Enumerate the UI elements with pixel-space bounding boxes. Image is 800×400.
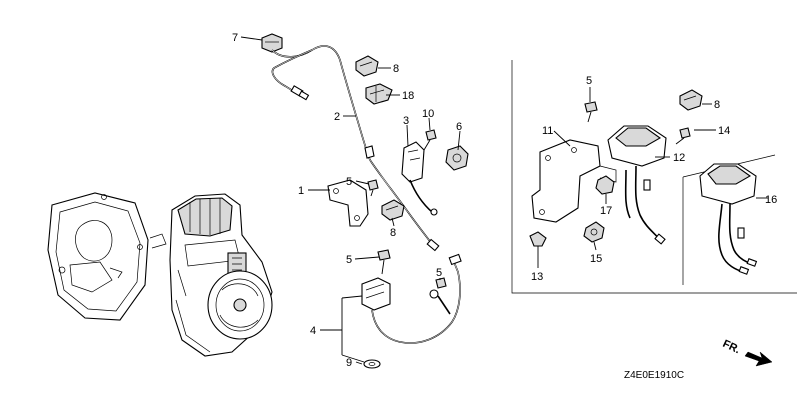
front-direction-label: FR. bbox=[721, 338, 742, 356]
part-8-clip-upper bbox=[355, 55, 379, 77]
part-7-clip bbox=[261, 33, 283, 53]
callout-11: 11 bbox=[542, 125, 553, 137]
part-3-lead bbox=[409, 179, 438, 216]
callout-18: 18 bbox=[402, 90, 414, 102]
callout-5-b: 5 bbox=[346, 254, 352, 266]
callout-16: 16 bbox=[765, 194, 777, 206]
callout-7: 7 bbox=[232, 32, 238, 44]
part-18-clip bbox=[365, 83, 393, 105]
callout-10: 10 bbox=[422, 108, 434, 120]
part-14-bolt bbox=[675, 127, 691, 145]
callout-15: 15 bbox=[590, 253, 602, 265]
leader-lines bbox=[240, 36, 768, 365]
part-5-bolt-d bbox=[584, 101, 598, 123]
front-direction-indicator: FR. bbox=[721, 338, 773, 367]
part-2-wire-harness bbox=[271, 45, 440, 252]
callout-4: 4 bbox=[310, 325, 316, 337]
diagram-code: Z4E0E1910C bbox=[624, 370, 684, 381]
part-8-clip-middle bbox=[381, 199, 405, 221]
part-6-grommet bbox=[445, 145, 469, 171]
callout-5-d: 5 bbox=[586, 75, 592, 87]
part-13-clip bbox=[529, 231, 547, 247]
callout-17: 17 bbox=[600, 205, 612, 217]
callout-1: 1 bbox=[298, 185, 304, 197]
part-9-washer bbox=[363, 359, 381, 369]
callout-8-right: 8 bbox=[714, 99, 720, 111]
part-4-ignition-coil bbox=[361, 253, 462, 344]
callout-12: 12 bbox=[673, 152, 685, 164]
part-17-grommet bbox=[595, 175, 615, 195]
part-15-sensor bbox=[583, 221, 605, 243]
callout-8-middle: 8 bbox=[390, 227, 396, 239]
part-5-bolt-b bbox=[377, 249, 391, 275]
engine-casing bbox=[47, 192, 273, 357]
callout-5-a: 5 bbox=[346, 176, 352, 188]
part-12-oil-switch bbox=[607, 125, 667, 245]
callout-3: 3 bbox=[403, 115, 409, 127]
callout-8-upper: 8 bbox=[393, 63, 399, 75]
part-3-wire-cover bbox=[401, 141, 425, 183]
callout-5-c: 5 bbox=[436, 267, 442, 279]
inset-frame-main bbox=[511, 60, 797, 294]
part-8-clip-right bbox=[679, 89, 703, 111]
callout-13: 13 bbox=[531, 271, 543, 283]
part-5-bolt-c bbox=[435, 277, 447, 289]
part-5-bolt-a bbox=[367, 179, 379, 197]
part-10-bolt bbox=[423, 129, 437, 151]
callout-9: 9 bbox=[346, 357, 352, 369]
part-16-oil-switch-alt bbox=[699, 163, 758, 275]
part-1-bracket bbox=[327, 179, 369, 227]
callout-14: 14 bbox=[718, 125, 730, 137]
front-arrow-icon bbox=[744, 351, 773, 367]
callout-6: 6 bbox=[456, 121, 462, 133]
callout-2: 2 bbox=[334, 111, 340, 123]
part-11-bracket bbox=[531, 139, 617, 223]
